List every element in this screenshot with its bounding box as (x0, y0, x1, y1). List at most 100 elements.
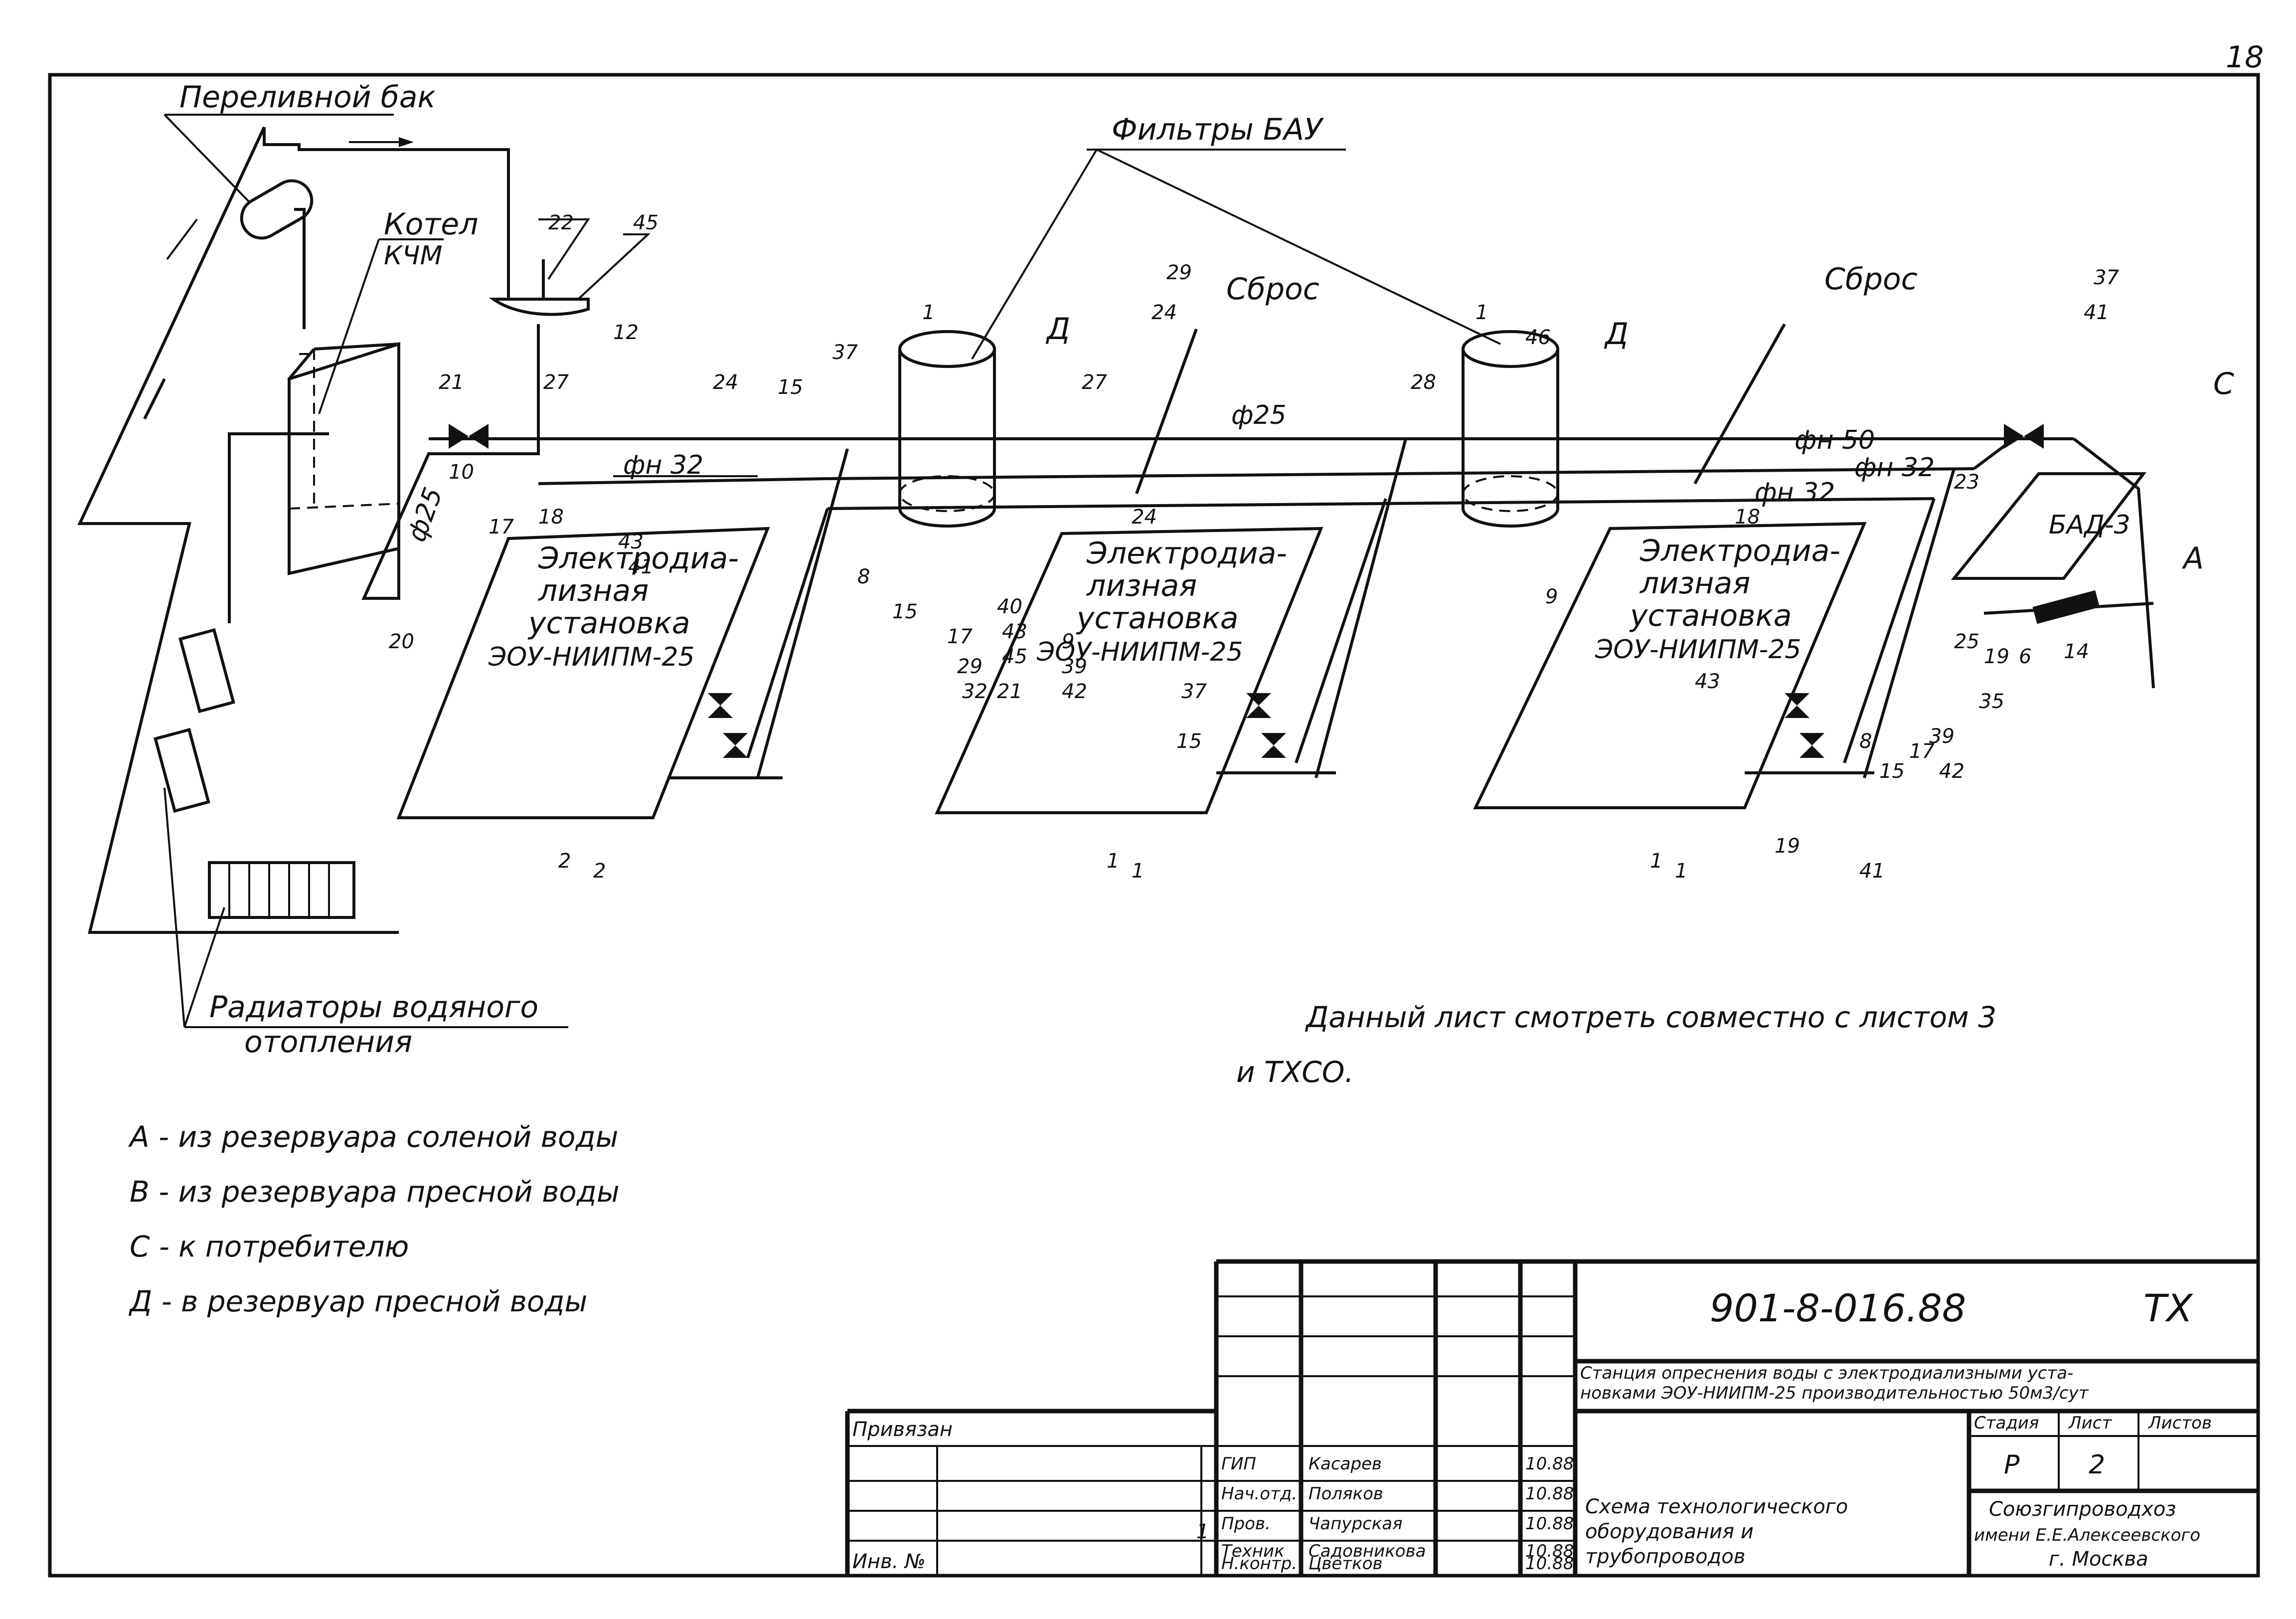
radiators-label: Радиаторы водяного (209, 990, 538, 1025)
callout-number: 6 (2019, 645, 2031, 668)
inv-no: Инв. № (852, 1550, 926, 1573)
callout-number: 24 (1151, 301, 1177, 324)
port-c: С (2213, 366, 2234, 401)
unit-1-line2: лизная (538, 573, 649, 608)
unit-3-line4: ЭОУ-НИИПМ-25 (1595, 635, 1802, 665)
callout-number: 37 (832, 341, 858, 364)
name-label: Чапурская (1309, 1514, 1403, 1534)
discharge-label-1: Сброс (1226, 272, 1319, 307)
callout-number: 41 (628, 555, 654, 578)
callout-number: 21 (439, 371, 464, 394)
discharge-label-2: Сброс (1824, 262, 1918, 297)
callout-number: 41 (1859, 860, 1885, 883)
overflow-tank (240, 179, 314, 355)
electrodialysis-unit-3: Электродиа- лизная установка ЭОУ-НИИПМ-2… (1473, 522, 1867, 873)
bound-to: Привязан (852, 1418, 953, 1441)
legend-item-b: В - из резервуара пресной воды (130, 1175, 620, 1209)
unit-2-line3: установка (1076, 601, 1239, 636)
note-line-1: Данный лист смотреть совместно с листом … (1305, 1000, 1996, 1034)
role-label: ГИП (1221, 1454, 1256, 1474)
callout-number: 27 (543, 371, 569, 394)
date-label: 10.88 (1525, 1541, 1574, 1561)
name-label: Цветков (1309, 1554, 1383, 1574)
unit-2-line1: Электродиа- (1086, 536, 1287, 571)
callout-number: 2 (593, 860, 606, 883)
callout-number: 19 (1775, 835, 1800, 858)
boiler-model: КЧМ (384, 241, 442, 271)
bad3-supply (2073, 437, 2155, 689)
overflow-tank-label: Переливной бак (179, 80, 436, 115)
radiators-leader-a (164, 787, 185, 1028)
callout-number: 23 (1954, 471, 1979, 494)
filter-bau-1 (898, 330, 996, 528)
callout-number: 15 (778, 376, 803, 399)
heating-loop (77, 126, 510, 934)
unit-1-line4: ЭОУ-НИИПМ-25 (488, 642, 695, 672)
callout-number: 18 (538, 506, 564, 529)
vessel-leader-45 (577, 233, 651, 300)
port-d-1: Д (1045, 312, 1070, 347)
callout-number: 37 (1181, 680, 1207, 703)
org-name-2: имени Е.Е.Алексеевского (1974, 1525, 2200, 1545)
callout-number: 19 (1984, 645, 2009, 668)
callout-number: 32 (962, 680, 987, 703)
unit-3-line1: Электродиа- (1640, 534, 1840, 568)
unit-1-line1: Электродиа- (538, 541, 739, 576)
unit-2-code: 1 (1107, 850, 1119, 873)
org-name-3: г. Москва (2049, 1548, 2148, 1571)
callout-number: 46 (1525, 326, 1551, 349)
callout-number: 43 (1695, 670, 1720, 693)
callout-number: 12 (613, 321, 639, 344)
port-d-2: Д (1604, 317, 1629, 352)
drawing-title-3: трубопроводов (1585, 1545, 1745, 1568)
callout-number: 8 (1859, 730, 1872, 753)
callout-number: 1 (1132, 860, 1144, 883)
unit-3-code: 1 (1650, 850, 1662, 873)
callout-number: 21 (997, 680, 1022, 703)
sheet-value: 2 (2089, 1450, 2105, 1480)
callout-number: 17 (489, 516, 514, 539)
callout-number: 15 (1879, 760, 1905, 783)
unit-2-line2: лизная (1086, 568, 1197, 603)
callout-number: 40 (997, 595, 1022, 618)
org-name-1: Союзгипроводхоз (1989, 1498, 2176, 1521)
expansion-vessel (489, 298, 590, 316)
callout-number: 28 (1411, 371, 1436, 394)
radiators-leader-b (183, 907, 225, 1028)
filters-leader-a (971, 149, 1098, 360)
one-mark: 1 (1196, 1520, 1209, 1543)
callout-number: 10 (449, 461, 474, 484)
role-label: Нач.отд. (1221, 1484, 1297, 1504)
date-label: 10.88 (1525, 1554, 1574, 1574)
pipe-d25: ф25 (1231, 400, 1287, 430)
title-block (845, 1259, 2258, 1576)
drawing-title-1: Схема технологического (1585, 1495, 1848, 1518)
callout-number: 41 (2084, 301, 2109, 324)
legend-item-d: Д - в резервуар пресной воды (128, 1284, 587, 1318)
callout-number: 43 (618, 531, 644, 553)
name-label: Касарев (1309, 1454, 1382, 1474)
callout-number: 45 (633, 211, 658, 234)
unit-3-line2: лизная (1640, 566, 1750, 601)
callout-number: 24 (713, 371, 738, 394)
unit-1-line3: установка (527, 606, 690, 641)
callout-number: 39 (1062, 655, 1087, 678)
callout-number: 39 (1929, 725, 1955, 748)
filter-bau-2 (1462, 330, 1559, 528)
unit-3-line3: установка (1629, 598, 1792, 633)
callout-number: 9 (1062, 630, 1074, 653)
callout-number: 1 (1476, 301, 1488, 324)
filters-leader-b (1096, 149, 1501, 345)
main-pipelines (361, 324, 2074, 779)
bad3-label: БАД-3 (2049, 510, 2131, 540)
callout-number: 29 (957, 655, 983, 678)
callout-number: 27 (1082, 371, 1107, 394)
radiators-label-2: отопления (244, 1025, 412, 1060)
callout-number: 17 (947, 625, 973, 648)
callout-number: 42 (1939, 760, 1965, 783)
role-label: Н.контр. (1221, 1554, 1297, 1574)
date-label: 10.88 (1525, 1454, 1574, 1474)
overflow-tank-leader-arrow (164, 114, 250, 203)
